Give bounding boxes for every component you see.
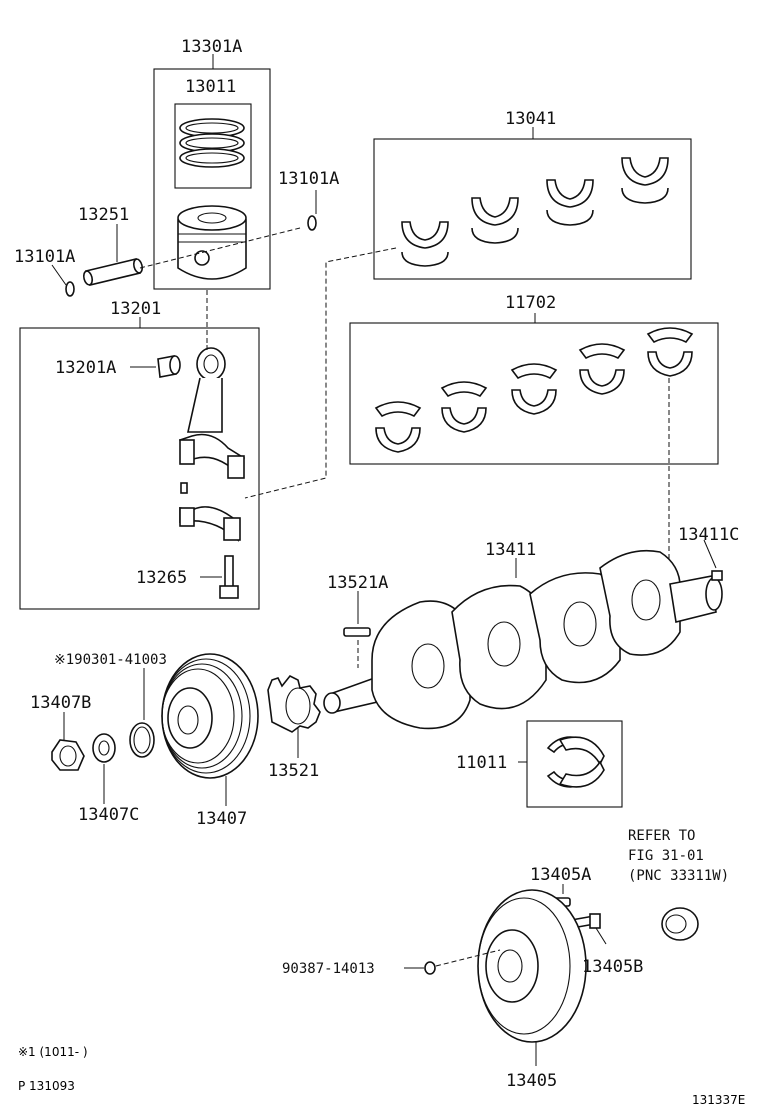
bearing-shell-icon [471,197,519,244]
washer-group [92,733,116,804]
label-crank-plug: 13411C [678,525,739,545]
rod-bolt-icon [219,555,239,599]
thrust-washer-group [518,720,623,808]
crankshaft-group [323,539,723,730]
footer-figure-id: 131337E [692,1093,745,1107]
label-bearing-part: 90387-14013 [282,961,375,977]
connecting-rod-icon [179,347,245,479]
label-flywheel-bolt: 13405B [582,957,643,977]
snap-ring-right-icon [307,215,317,231]
label-washer: 13407C [78,805,139,825]
main-bearing-icon [646,327,694,377]
flywheel-icon [477,889,587,1043]
o-ring-icon [129,722,155,758]
label-thrust-washer: 11011 [456,753,507,773]
nut-icon [51,739,85,771]
pilot-bearing-icon [424,961,436,975]
main-bearing-icon [440,381,488,433]
label-nut: 13407B [30,693,91,713]
label-crankshaft: 13411 [485,540,536,560]
pulley-icon [161,653,259,779]
label-rod-bolt: 13265 [136,568,187,588]
o-ring-group [129,668,155,758]
piston-icon [177,205,247,280]
footer-note: ※1 (1011- ) [18,1045,88,1059]
label-flywheel: 13405 [506,1071,557,1091]
washer-icon [92,733,116,763]
crankshaft-icon [323,549,723,730]
oil-seal-icon [661,907,699,941]
main-bearing-icon [374,401,422,453]
main-bearing-icon [510,363,558,415]
label-piston-sub-assy: 13301A [181,37,242,57]
label-o-ring-note: ※190301-41003 [54,652,167,668]
piston-assembly-group [153,54,271,345]
label-refer-line3: (PNC 33311W) [628,868,729,884]
piston-pin-icon [82,258,144,286]
label-snap-ring-right: 13101A [278,169,339,189]
label-bearing-set-upper: 13041 [505,109,556,129]
crank-plug-icon [711,570,723,581]
rod-cap-icon [179,482,241,542]
piston-pin-group [51,190,317,297]
crank-key-group [343,591,371,668]
label-snap-ring-left: 13101A [14,247,75,267]
label-piston-pin: 13251 [78,205,129,225]
timing-gear-group [267,674,321,758]
label-refer-line2: FIG 31-01 [628,848,704,864]
footer-page-ref: P 131093 [18,1079,75,1093]
crank-key-icon [343,627,371,637]
label-connecting-rod-assy: 13201 [110,299,161,319]
label-bearing-set-main: 11702 [505,293,556,313]
label-piston-ring-set: 13011 [185,77,236,97]
bearing-shell-icon [621,157,669,204]
label-refer-line1: REFER TO [628,828,695,844]
bearing-set-main-group [349,313,719,575]
label-crank-key: 13521A [327,573,388,593]
label-rod-bushing: 13201A [55,358,116,378]
snap-ring-left-icon [65,281,75,297]
main-bearing-icon [578,343,626,395]
timing-gear-icon [267,674,321,733]
label-timing-gear: 13521 [268,761,319,781]
piston-rings-icon [179,118,245,168]
label-pulley: 13407 [196,809,247,829]
nut-group [51,712,85,771]
bearing-shell-icon [546,179,594,226]
bearing-shell-icon [401,221,449,267]
label-flywheel-pin: 13405A [530,865,591,885]
connecting-rod-group [19,317,260,610]
oil-seal-group [661,907,699,941]
pulley-group [161,653,259,806]
flywheel-group [404,884,607,1066]
rod-bushing-icon [157,355,181,378]
bearing-set-upper-group [244,127,692,499]
thrust-washer-icon [546,736,605,788]
